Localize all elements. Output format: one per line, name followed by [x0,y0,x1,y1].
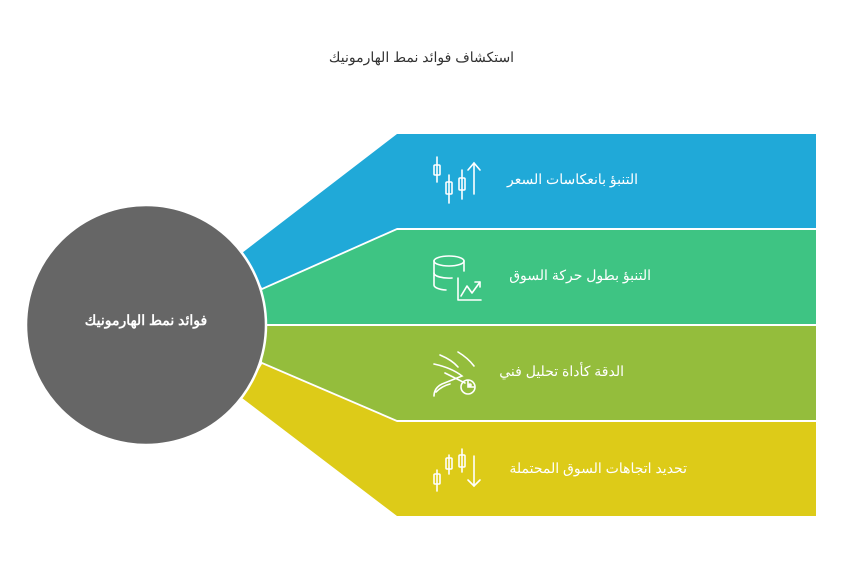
branch-label-1: التنبؤ بانعكاسات السعر [507,171,638,187]
candlestick-down-arrow-icon [433,448,481,492]
branch-label-3: الدقة كأداة تحليل فني [499,363,624,379]
branch-band-1 [242,134,816,288]
diagram-title: استكشاف فوائد نمط الهارمونيك [328,49,515,65]
center-circle [24,203,268,447]
branch-band-4 [242,364,816,516]
branch-band-3 [262,326,816,420]
branch-band-2 [262,230,816,324]
database-chart-icon [433,255,482,301]
branch-label-2: التنبؤ بطول حركة السوق [509,267,651,283]
wind-pie-chart-icon [433,351,476,397]
candlestick-up-arrow-icon [433,156,481,204]
center-label: فوائد نمط الهارمونيك [84,312,208,328]
branch-label-4: تحديد اتجاهات السوق المحتملة [509,460,687,476]
